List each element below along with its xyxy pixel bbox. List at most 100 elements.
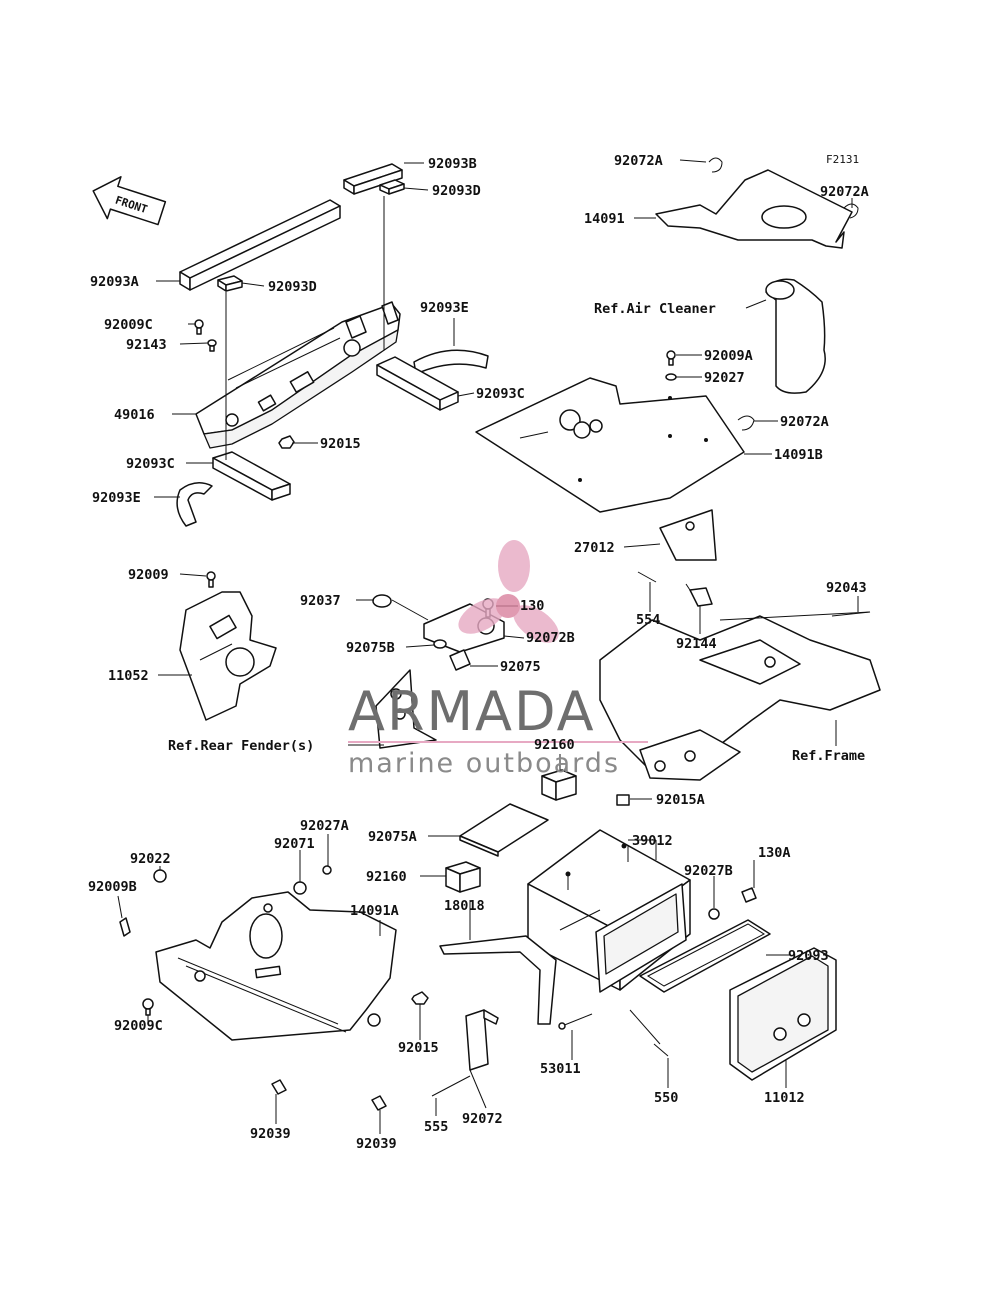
pin-555-icon (431, 1075, 471, 1097)
label-92027B: 92027B (684, 863, 733, 879)
label-92072: 92072 (462, 1111, 503, 1127)
nut-92015-icon (278, 435, 295, 449)
bolt-53011-icon (558, 1013, 593, 1030)
figure-code: F2131 (826, 153, 859, 166)
label-11052: 11052 (108, 668, 149, 684)
bracket-11052 (179, 591, 277, 721)
label-555: 555 (424, 1119, 448, 1135)
label-92093D-top: 92093D (432, 183, 481, 199)
label-92093A: 92093A (90, 274, 139, 290)
label-ref-rear-fender: Ref.Rear Fender(s) (168, 738, 314, 754)
washer-92143-icon (207, 339, 217, 352)
label-92009A: 92009A (704, 348, 753, 364)
washer-92027-icon (665, 373, 677, 381)
label-130: 130 (520, 598, 544, 614)
label-92015-low: 92015 (398, 1040, 439, 1056)
battery-case-39012 (527, 829, 691, 993)
label-92093E-top: 92093E (420, 300, 469, 316)
label-92039-b: 92039 (356, 1136, 397, 1152)
label-14091: 14091 (584, 211, 625, 227)
nut-92015-low-icon (411, 991, 429, 1005)
label-11012: 11012 (764, 1090, 805, 1106)
propeller-logo-icon (458, 540, 559, 643)
bolt-92009C-icon (194, 319, 204, 335)
front-arrow-icon: FRONT (92, 176, 167, 226)
label-92027: 92027 (704, 370, 745, 386)
label-92072A-top: 92072A (614, 153, 663, 169)
label-53011: 53011 (540, 1061, 581, 1077)
label-92072A-right: 92072A (820, 184, 869, 200)
label-92075: 92075 (500, 659, 541, 675)
label-39012: 39012 (632, 833, 673, 849)
foam-92160-icon (445, 769, 577, 893)
label-92075A: 92075A (368, 829, 417, 845)
rivet-92039-icon (271, 1079, 387, 1111)
label-92022: 92022 (130, 851, 171, 867)
bolt-130A-icon (741, 887, 757, 903)
label-130A: 130A (758, 845, 791, 861)
label-92093C-mid: 92093C (476, 386, 525, 402)
label-92093E-left: 92093E (92, 490, 141, 506)
label-ref-air-cleaner: Ref.Air Cleaner (594, 301, 716, 317)
label-92071: 92071 (274, 836, 315, 852)
watermark-brand: ARMADA (348, 680, 596, 743)
leader-lines (117, 159, 871, 1134)
clip-92075-icon (449, 649, 471, 671)
label-92009: 92009 (128, 567, 169, 583)
bolt-92009-icon (206, 571, 216, 588)
label-92037: 92037 (300, 593, 341, 609)
clip-92072A-icon (708, 157, 859, 431)
cover-14091 (655, 169, 853, 249)
label-92039-a: 92039 (250, 1126, 291, 1142)
collar-92015A-icon (616, 794, 630, 806)
label-92075B: 92075B (346, 640, 395, 656)
label-14091A: 14091A (350, 903, 399, 919)
label-27012: 27012 (574, 540, 615, 556)
label-92009B: 92009B (88, 879, 137, 895)
washer-92027B-icon (708, 908, 720, 920)
label-92160-top: 92160 (534, 737, 575, 753)
cover-14091A (155, 891, 397, 1041)
bolt-92009A-icon (666, 350, 676, 366)
watermark: ARMADA marine outboards (348, 540, 648, 779)
washer-92027A-icon (322, 865, 332, 875)
seat-foam-strips (176, 163, 489, 527)
gasket-92093 (639, 919, 771, 993)
label-92072B: 92072B (526, 630, 575, 646)
washer-92022-icon (153, 869, 167, 883)
label-49016: 49016 (114, 407, 155, 423)
air-cleaner-duct (765, 278, 826, 394)
grommet-92071-icon (293, 881, 307, 895)
label-ref-frame: Ref.Frame (792, 748, 865, 764)
label-92093D-mid: 92093D (268, 279, 317, 295)
label-92043: 92043 (826, 580, 867, 596)
pin-550-icon (653, 1043, 669, 1057)
label-92160-low: 92160 (366, 869, 407, 885)
bolt-92009B-icon (119, 917, 131, 937)
label-92144: 92144 (676, 636, 717, 652)
part-labels: 92093B 92093D 92093A 92093D 92093E 92009… (88, 153, 869, 1152)
clamp-92037-icon (372, 594, 392, 608)
label-92143: 92143 (126, 337, 167, 353)
watermark-tagline: marine outboards (348, 748, 620, 779)
bracket-49016 (195, 301, 401, 449)
cover-14091B (475, 377, 745, 513)
label-92015A: 92015A (656, 792, 705, 808)
label-92093: 92093 (788, 948, 829, 964)
label-92093C-left: 92093C (126, 456, 175, 472)
label-554: 554 (636, 612, 660, 628)
label-92093B: 92093B (428, 156, 477, 172)
label-92072A-low: 92072A (780, 414, 829, 430)
foam-92075A (459, 803, 549, 857)
frame-assembly (599, 509, 881, 781)
label-92027A: 92027A (300, 818, 349, 834)
label-550: 550 (654, 1090, 678, 1106)
label-14091B: 14091B (774, 447, 823, 463)
label-18018: 18018 (444, 898, 485, 914)
label-92009C-top: 92009C (104, 317, 153, 333)
washer-92075B-icon (433, 639, 447, 649)
label-92009C-low: 92009C (114, 1018, 163, 1034)
holder-92072 (465, 1009, 499, 1071)
label-92015-top: 92015 (320, 436, 361, 452)
